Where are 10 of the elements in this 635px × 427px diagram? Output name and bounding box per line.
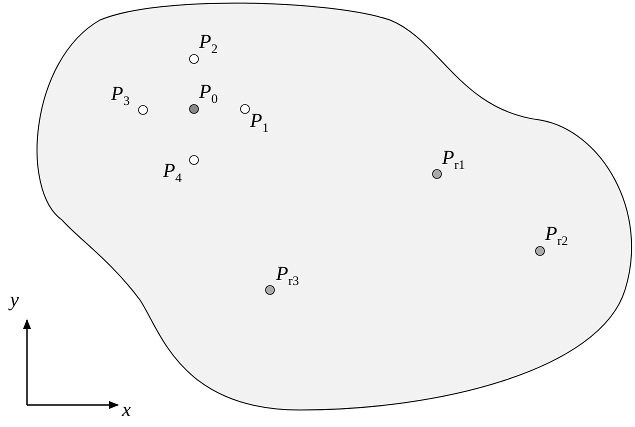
point-label: P$_{3}$ xyxy=(111,84,130,110)
point-label: P$_{0}$ xyxy=(199,82,218,108)
point-label: P$_{r2}$ xyxy=(545,224,568,250)
axis-label: y xyxy=(10,290,19,310)
axis-label: x xyxy=(122,400,131,420)
point-label: P$_{4}$ xyxy=(163,161,182,187)
point-label: P$_{r1}$ xyxy=(442,148,466,174)
point-label: P$_{2}$ xyxy=(199,32,218,58)
point-label: P$_{r3}$ xyxy=(276,264,300,290)
point-label: P$_{1}$ xyxy=(250,111,269,137)
